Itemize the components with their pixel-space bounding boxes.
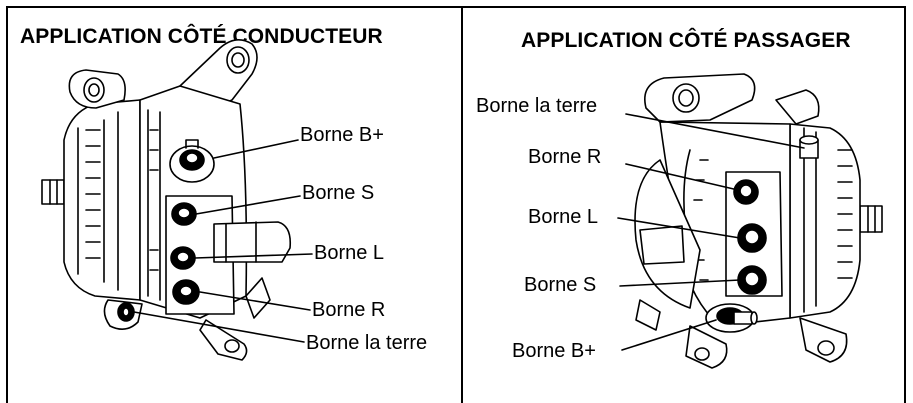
right-alternator-drawing <box>634 73 883 369</box>
leader-right-b-plus <box>621 319 717 351</box>
right-panel-title: APPLICATION CÔTÉ PASSAGER <box>521 29 851 52</box>
right-label-ground: Borne la terre <box>476 95 598 117</box>
leader-left-ground <box>133 311 305 343</box>
panel-divider <box>461 6 463 403</box>
leader-right-s <box>619 279 741 287</box>
right-label-b-plus: Borne B+ <box>512 340 596 362</box>
diagram-frame <box>6 6 906 403</box>
right-label-s: Borne S <box>524 274 597 296</box>
left-label-ground: Borne la terre <box>306 332 428 354</box>
leader-right-l <box>617 217 741 239</box>
leader-right-ground <box>625 113 805 149</box>
leader-left-b-plus <box>213 139 299 159</box>
left-alternator-drawing <box>41 39 292 361</box>
left-panel-title: APPLICATION CÔTÉ CONDUCTEUR <box>20 25 383 48</box>
leader-left-s <box>195 195 301 215</box>
right-label-l: Borne L <box>528 206 599 228</box>
left-label-b-plus: Borne B+ <box>300 124 384 146</box>
right-label-r: Borne R <box>528 146 602 168</box>
left-label-r: Borne R <box>312 299 386 321</box>
leader-left-r <box>199 291 311 311</box>
leader-right-r <box>625 163 739 191</box>
left-label-s: Borne S <box>302 182 375 204</box>
leader-left-l <box>194 253 313 259</box>
left-label-l: Borne L <box>314 242 385 264</box>
